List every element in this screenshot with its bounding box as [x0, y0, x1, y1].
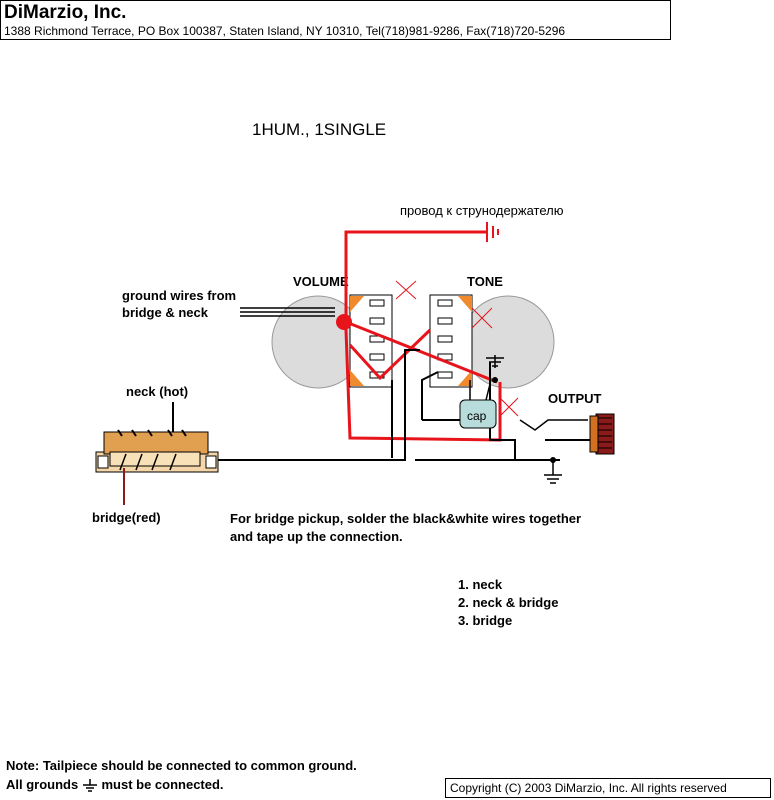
- note-line-2-after: must be connected.: [101, 777, 224, 792]
- red-wires: [344, 230, 502, 442]
- company-address: 1388 Richmond Terrace, PO Box 100387, St…: [4, 24, 566, 38]
- volume-label: VOLUME: [293, 274, 349, 289]
- cap-body: [459, 399, 497, 429]
- ground-wires: [240, 307, 335, 317]
- cap-label: cap: [467, 409, 487, 423]
- position-item-1: 1. neck: [458, 577, 503, 592]
- position-item-3: 3. bridge: [458, 613, 512, 628]
- black-wires: [172, 349, 600, 461]
- copyright-box: Copyright (C) 2003 DiMarzio, Inc. All ri…: [445, 778, 771, 798]
- pickup-switch-icon: [95, 429, 219, 473]
- output-jack-icon: [519, 413, 615, 455]
- company-name: DiMarzio, Inc.: [4, 2, 127, 23]
- x-marks: [395, 280, 519, 417]
- tone-label: TONE: [467, 274, 503, 289]
- switch-orange-tl: [350, 296, 364, 312]
- switch-orange-tr: [458, 296, 472, 312]
- note-line-2: All grounds must be connected.: [6, 775, 357, 794]
- note-line-1: Note: Tailpiece should be connected to c…: [6, 758, 357, 773]
- switch-lugs: [369, 299, 453, 379]
- ground-wires-label-2: bridge & neck: [122, 305, 209, 320]
- instruction-line-1: For bridge pickup, solder the black&whit…: [230, 511, 581, 526]
- bridge-label: bridge(red): [92, 510, 161, 525]
- tailpiece-label: провод к струнодержателю: [400, 203, 564, 218]
- tone-ground-icon: [486, 355, 504, 368]
- output-ground-icon: [544, 460, 562, 484]
- header-box: DiMarzio, Inc. 1388 Richmond Terrace, PO…: [0, 0, 671, 40]
- note-block: Note: Tailpiece should be connected to c…: [6, 756, 357, 794]
- red-solder-point: [336, 314, 352, 330]
- tailpiece-ground-icon: [486, 222, 499, 242]
- neck-label: neck (hot): [126, 384, 188, 399]
- instruction-line-2: and tape up the connection.: [230, 529, 403, 544]
- position-item-2: 2. neck & bridge: [458, 595, 558, 610]
- output-label: OUTPUT: [548, 391, 602, 406]
- diagram-title: 1HUM., 1SINGLE: [252, 120, 386, 139]
- ground-icon: [82, 778, 97, 792]
- note-line-2-before: All grounds: [6, 777, 79, 792]
- switch-orange-bl: [350, 370, 364, 386]
- ground-wires-label-1: ground wires from: [122, 288, 236, 303]
- switch-orange-br: [458, 370, 472, 386]
